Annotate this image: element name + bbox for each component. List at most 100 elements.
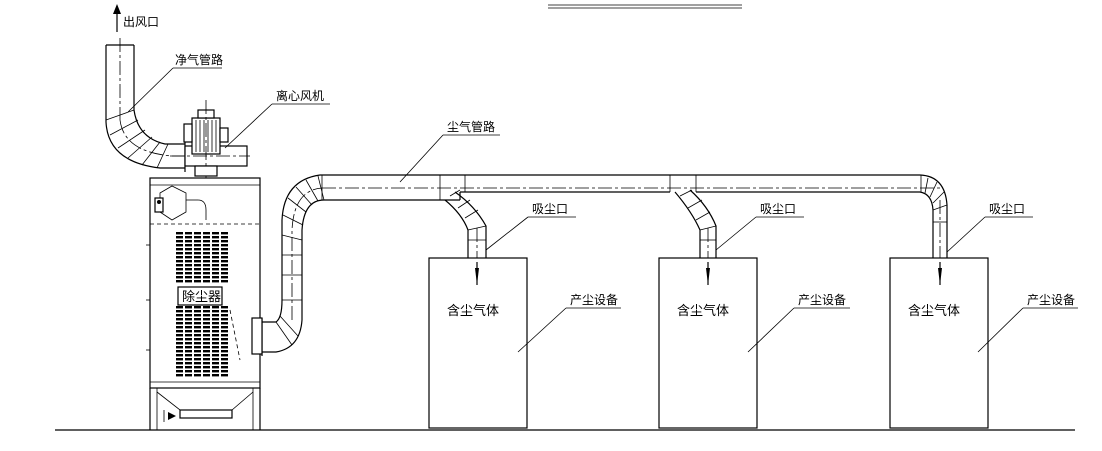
equip-label-2: 产尘设备 (798, 293, 846, 307)
filter-bag-slot (185, 306, 192, 309)
suction-label-2: 吸尘口 (760, 202, 796, 216)
filter-bag-slot (176, 342, 183, 345)
filter-bag-slot (194, 334, 201, 337)
filter-bag-slot (212, 322, 219, 325)
filter-bag-slot (194, 326, 201, 329)
filter-bag-slot (221, 256, 228, 259)
filter-bag-slot (185, 268, 192, 271)
filter-bag-slot (221, 232, 228, 235)
filter-bag-slot (176, 306, 183, 309)
filter-bags (176, 232, 228, 377)
filter-bag-slot (176, 350, 183, 353)
filter-bag-slot (176, 370, 183, 373)
filter-bag-slot (185, 310, 192, 313)
filter-bag-slot (176, 272, 183, 275)
filter-bag-slot (212, 310, 219, 313)
filter-bag-slot (194, 260, 201, 263)
filter-bag-slot (203, 280, 210, 283)
filter-bag-slot (194, 232, 201, 235)
filter-bag-slot (194, 280, 201, 283)
filter-bag-slot (212, 256, 219, 259)
filter-bag-slot (176, 330, 183, 333)
filter-bag-slot (212, 232, 219, 235)
filter-bag-slot (176, 322, 183, 325)
filter-bag-slot (176, 366, 183, 369)
filter-bag-slot (212, 346, 219, 349)
filter-bag-slot (176, 248, 183, 251)
clean-air-pipe (105, 38, 200, 172)
filter-bag-slot (212, 354, 219, 357)
filter-bag-slot (203, 276, 210, 279)
filter-bag-slot (185, 350, 192, 353)
filter-bag-slot (176, 334, 183, 337)
filter-bag-slot (194, 346, 201, 349)
filter-bag-slot (176, 232, 183, 235)
filter-bag-slot (185, 240, 192, 243)
filter-bag-slot (212, 366, 219, 369)
filter-bag-slot (203, 366, 210, 369)
filter-bag-slot (194, 252, 201, 255)
filter-bag-slot (221, 370, 228, 373)
filter-bag-slot (194, 248, 201, 251)
filter-bag-slot (221, 236, 228, 239)
gas-label-3: 含尘气体 (908, 303, 960, 319)
filter-bag-slot (185, 342, 192, 345)
filter-bag-slot (194, 342, 201, 345)
filter-bag-slot (221, 358, 228, 361)
filter-bag-slot (194, 240, 201, 243)
filter-bag-slot (212, 370, 219, 373)
filter-bag-slot (221, 310, 228, 313)
equipment-3 (889, 257, 989, 429)
filter-bag-slot (185, 248, 192, 251)
filter-bag-slot (203, 268, 210, 271)
filter-bag-slot (221, 244, 228, 247)
filter-bag-slot (212, 330, 219, 333)
filter-bag-slot (176, 354, 183, 357)
filter-bag-slot (185, 330, 192, 333)
filter-bag-slot (221, 346, 228, 349)
filter-bag-slot (176, 252, 183, 255)
filter-bag-slot (221, 330, 228, 333)
filter-bag-slot (212, 264, 219, 267)
filter-bag-slot (185, 252, 192, 255)
filter-bag-slot (221, 338, 228, 341)
centrifugal-fan (170, 100, 250, 178)
filter-bag-slot (185, 346, 192, 349)
filter-bag-slot (212, 342, 219, 345)
filter-bag-slot (194, 370, 201, 373)
filter-bag-slot (194, 318, 201, 321)
filter-bag-slot (194, 350, 201, 353)
filter-bag-slot (185, 370, 192, 373)
outlet-label: 出风口 (123, 15, 159, 29)
filter-bag-slot (194, 362, 201, 365)
filter-bag-slot (212, 362, 219, 365)
filter-bag-slot (221, 272, 228, 275)
filter-bag-slot (194, 366, 201, 369)
filter-bag-slot (176, 362, 183, 365)
filter-bag-slot (194, 358, 201, 361)
filter-bag-slot (203, 330, 210, 333)
filter-bag-slot (203, 346, 210, 349)
filter-bag-slot (203, 314, 210, 317)
filter-bag-slot (203, 240, 210, 243)
outlet-arrow-icon (113, 4, 121, 32)
title-underline (548, 4, 742, 9)
filter-bag-slot (221, 362, 228, 365)
filter-bag-slot (212, 350, 219, 353)
filter-bag-slot (176, 280, 183, 283)
filter-bag-slot (185, 232, 192, 235)
filter-bag-slot (203, 244, 210, 247)
filter-bag-slot (185, 318, 192, 321)
gas-label-1: 含尘气体 (447, 303, 499, 319)
filter-bag-slot (194, 354, 201, 357)
filter-bag-slot (221, 306, 228, 309)
filter-bag-slot (221, 342, 228, 345)
filter-bag-slot (221, 350, 228, 353)
filter-bag-slot (212, 276, 219, 279)
filter-bag-slot (176, 374, 183, 377)
filter-bag-slot (176, 358, 183, 361)
filter-bag-slot (212, 240, 219, 243)
filter-bag-slot (203, 326, 210, 329)
filter-bag-slot (185, 358, 192, 361)
